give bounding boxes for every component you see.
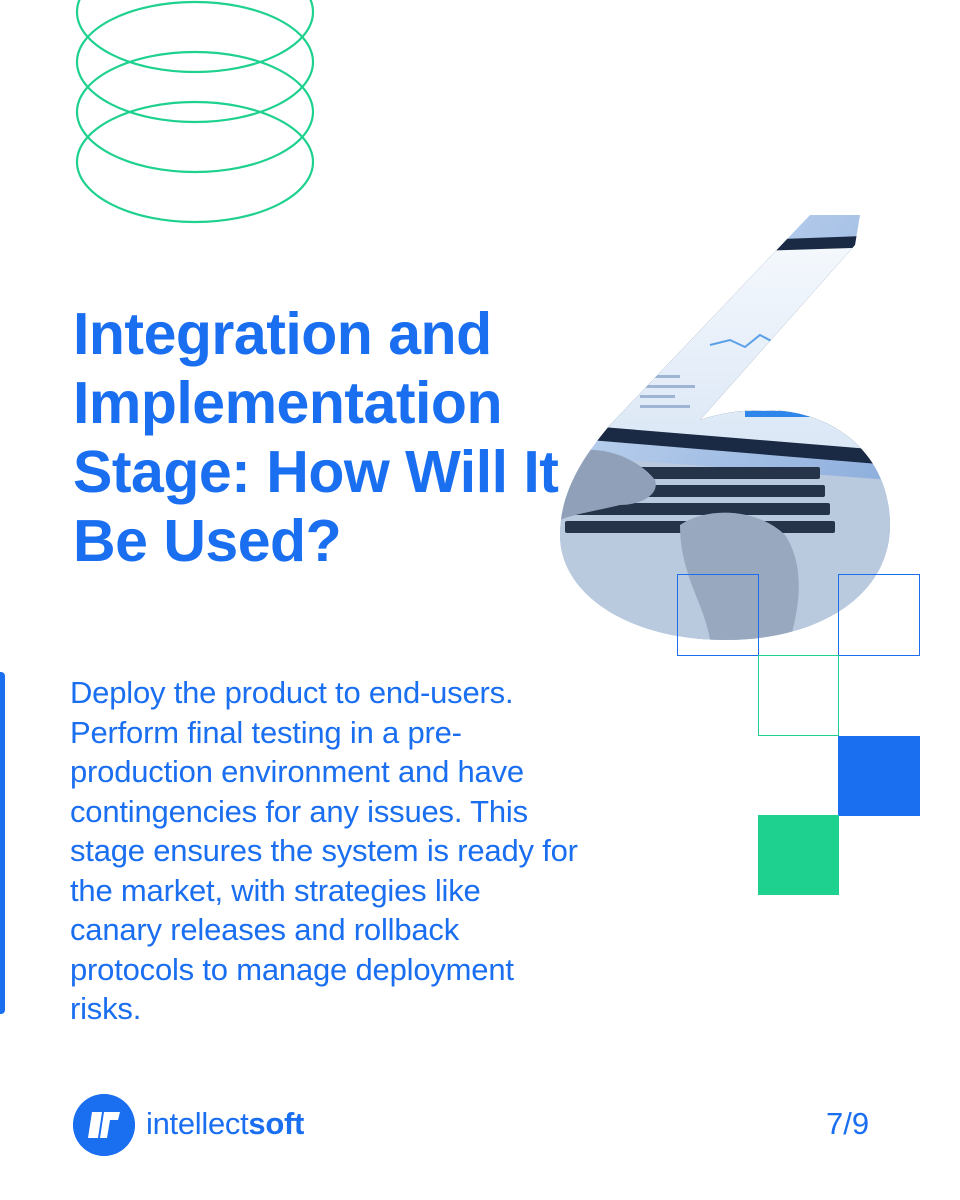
stacked-rings-graphic	[75, 0, 315, 224]
brand-name-light: intellect	[146, 1106, 249, 1141]
page-indicator: 7/9	[826, 1106, 870, 1141]
outline-square-blue	[838, 574, 920, 656]
page-title: Integration and Implementation Stage: Ho…	[73, 301, 559, 574]
laptop-analytics-photo-in-number-six	[560, 215, 890, 640]
brand-name-bold: soft	[248, 1106, 305, 1141]
body-paragraph: Deploy the product to end-users. Perform…	[70, 675, 578, 1026]
left-accent-bar	[0, 672, 5, 1014]
brand-name: intellectsoft	[146, 1104, 304, 1144]
outline-square-blue	[677, 574, 759, 656]
outline-square-green	[758, 655, 839, 736]
filled-square-blue	[838, 736, 920, 816]
filled-square-green	[758, 815, 839, 895]
intellectsoft-logo-icon	[73, 1094, 135, 1156]
